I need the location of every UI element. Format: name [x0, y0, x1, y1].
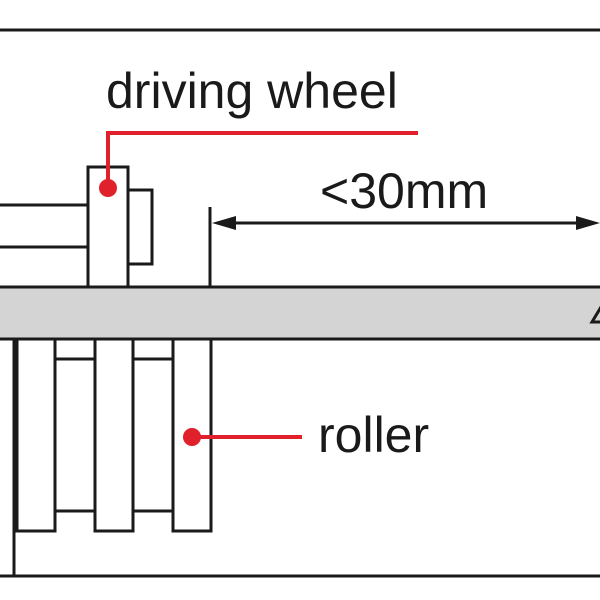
dimension-arrowhead-right	[576, 216, 600, 230]
plate-triangle-marker	[589, 305, 600, 324]
driving-wheel-dot	[99, 179, 117, 197]
roller-disc-1	[15, 337, 57, 533]
roller-spacer-1	[53, 357, 97, 513]
shaft	[0, 203, 90, 249]
roller-label: roller	[318, 407, 429, 463]
roller-spacer-2	[131, 357, 175, 513]
dimension-arrowhead-left	[212, 216, 236, 230]
wheel-hub	[126, 188, 154, 266]
driving-wheel-label: driving wheel	[106, 63, 398, 119]
dimension-label: <30mm	[320, 163, 488, 219]
roller-dot	[183, 428, 201, 446]
roller-disc-2	[93, 337, 135, 533]
plate	[0, 285, 600, 341]
driving-wheel-leader	[106, 131, 418, 188]
